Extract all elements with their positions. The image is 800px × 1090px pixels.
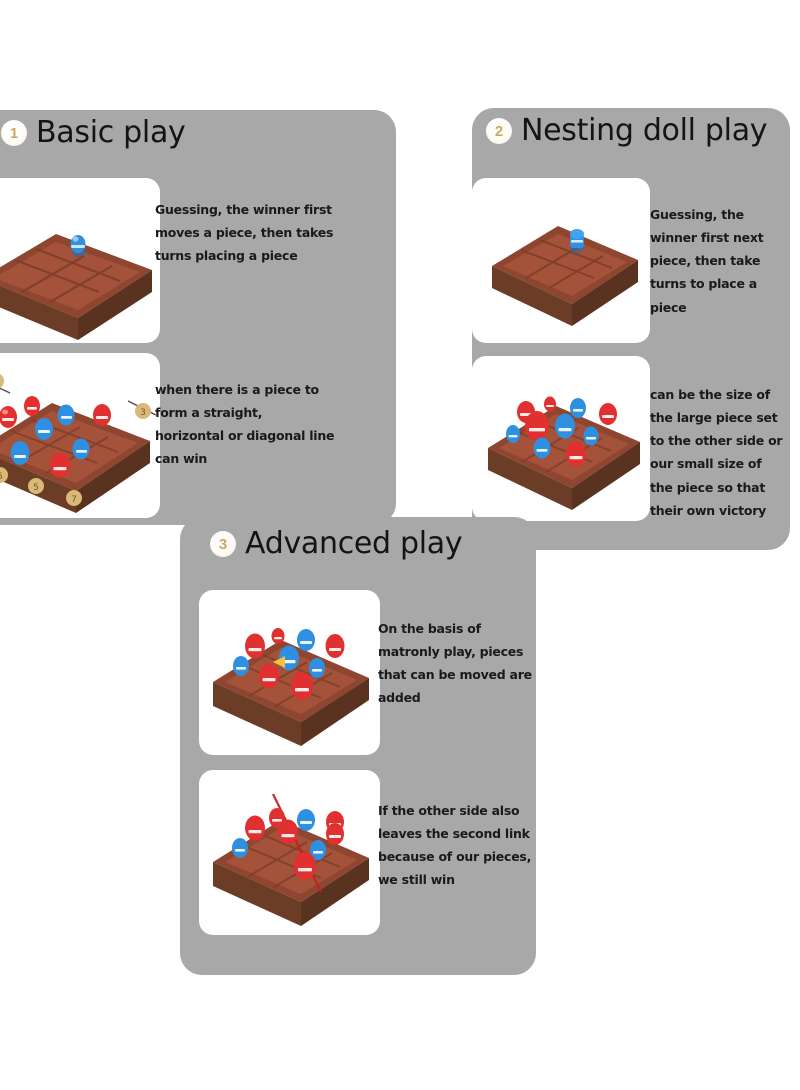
board-illustration-empty-one-blue-2 (472, 178, 650, 343)
board-image-card-3-2 (199, 770, 380, 935)
board-illustration-full-numbered: 2 2 3 5 5 7 (0, 353, 160, 518)
board-image-card-1-1 (0, 178, 160, 343)
board-with-moving-piece-arrow (213, 628, 369, 746)
board-image-card-1-2: 2 2 3 5 5 7 (0, 353, 160, 518)
section-number-badge-1: 1 (1, 120, 27, 146)
section-header-3: 3 Advanced play (210, 526, 463, 561)
section-panel-nesting-doll-play: 2 Nesting doll play (472, 108, 790, 550)
section-panel-advanced-play: 3 Advanced play (180, 517, 536, 975)
board-image-card-2-1 (472, 178, 650, 343)
empty-board-one-blue-piece (0, 234, 152, 340)
section-number-badge-3: 3 (210, 531, 236, 557)
board-illustration-nested-pieces (472, 356, 650, 521)
step-text-3-1: On the basis of matronly play, pieces th… (378, 621, 532, 706)
board-image-card-2-2 (472, 356, 650, 521)
step-text-3-2: If the other side also leaves the second… (378, 803, 532, 888)
board-illustration-moving-piece (199, 590, 380, 755)
svg-text:3: 3 (140, 408, 146, 418)
step-text-2-2: can be the size of the large piece set t… (650, 387, 783, 518)
section-title-1: Basic play (36, 115, 186, 150)
board-image-card-3-1 (199, 590, 380, 755)
svg-text:5: 5 (33, 483, 39, 493)
svg-text:5: 5 (0, 472, 3, 482)
step-text-2-1: Guessing, the winner first next piece, t… (650, 207, 764, 315)
step-text-1-2: when there is a piece to form a straight… (155, 382, 335, 467)
board-illustration-winning-line (199, 770, 380, 935)
section-header-1: 1 Basic play (1, 115, 186, 150)
section-title-3: Advanced play (245, 526, 463, 561)
step-text-1-1: Guessing, the winner first moves a piece… (155, 202, 334, 264)
section-header-2: 2 Nesting doll play (486, 113, 768, 148)
full-board-with-numbered-coins: 2 2 3 5 5 7 (0, 374, 157, 513)
svg-text:7: 7 (71, 495, 77, 505)
section-title-2: Nesting doll play (521, 113, 768, 148)
board-with-nested-large-and-small-pieces (488, 396, 640, 510)
board-with-winning-diagonal-line (213, 793, 369, 926)
section-panel-basic-play: 1 Basic play (0, 110, 396, 525)
section-number-badge-2: 2 (486, 118, 512, 144)
board-illustration-empty-one-blue (0, 178, 160, 343)
empty-board-one-blue-piece (492, 226, 638, 326)
